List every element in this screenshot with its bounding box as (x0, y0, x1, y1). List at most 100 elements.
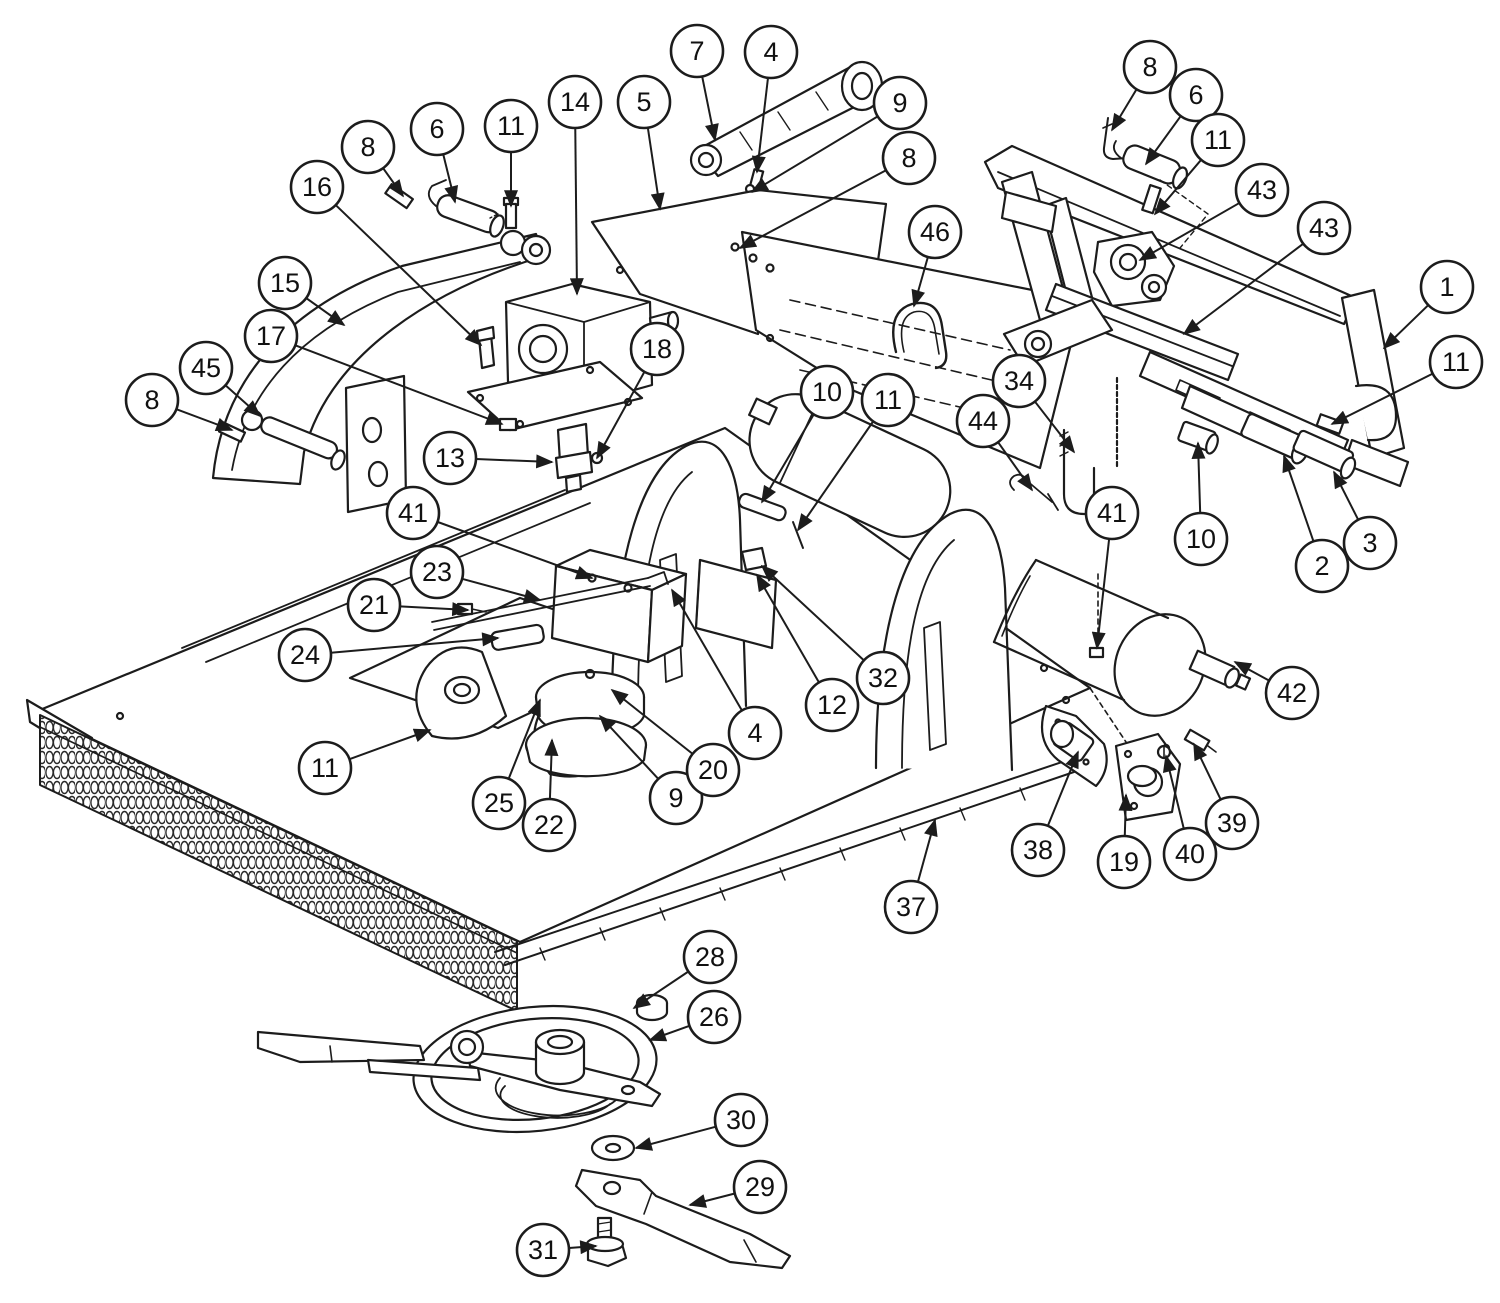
balloon-circle[interactable] (682, 929, 738, 985)
balloon-circle[interactable] (257, 255, 313, 311)
callout-balloon-16[interactable]: 16 (289, 159, 483, 347)
balloon-circle[interactable] (872, 75, 928, 131)
callout-balloon-13[interactable]: 13 (422, 430, 554, 486)
callout-balloon-17[interactable]: 17 (243, 308, 504, 425)
balloon-circle[interactable] (1162, 826, 1218, 882)
callout-balloon-18[interactable]: 18 (596, 321, 685, 460)
balloon-circle[interactable] (340, 119, 396, 175)
balloon-circle[interactable] (881, 130, 937, 186)
callout-balloon-15[interactable]: 15 (257, 255, 346, 327)
balloon-circle[interactable] (1204, 795, 1260, 851)
balloon-circle[interactable] (422, 430, 478, 486)
balloon-circle[interactable] (471, 775, 527, 831)
balloon-circle[interactable] (1190, 112, 1246, 168)
callout-balloon-22[interactable]: 22 (521, 738, 577, 853)
balloon-circle[interactable] (686, 989, 742, 1045)
balloon-circle[interactable] (1096, 834, 1152, 890)
callout-balloon-11[interactable]: 11 (1330, 334, 1484, 425)
balloon-circle[interactable] (1122, 39, 1178, 95)
callout-balloon-28[interactable]: 28 (632, 929, 738, 1009)
callout-balloon-1[interactable]: 1 (1382, 259, 1475, 350)
balloon-circle[interactable] (547, 74, 603, 130)
balloon-circle[interactable] (883, 879, 939, 935)
balloon-circle[interactable] (409, 544, 465, 600)
balloon-circle[interactable] (483, 98, 539, 154)
balloon-circle[interactable] (616, 74, 672, 130)
balloon-circle[interactable] (297, 740, 353, 796)
callout-balloon-37[interactable]: 37 (883, 818, 939, 935)
balloon-circle[interactable] (1294, 538, 1350, 594)
balloon-circle[interactable] (1173, 511, 1229, 567)
callout-balloon-29[interactable]: 29 (688, 1159, 788, 1215)
callout-balloon-10[interactable]: 10 (1173, 441, 1229, 567)
balloon-circle[interactable] (243, 308, 299, 364)
callout-balloon-42[interactable]: 42 (1233, 661, 1320, 721)
callout-balloon-30[interactable]: 30 (634, 1092, 769, 1151)
balloon-circle[interactable] (727, 705, 783, 761)
callout-balloon-32[interactable]: 32 (760, 564, 911, 706)
callout-balloon-34[interactable]: 34 (991, 353, 1076, 454)
balloon-circle[interactable] (178, 340, 234, 396)
balloon-circle[interactable] (743, 24, 799, 80)
balloon-circle[interactable] (277, 627, 333, 683)
callout-balloon-11[interactable]: 11 (297, 728, 432, 796)
balloon-circle[interactable] (385, 485, 441, 541)
callout-balloon-41[interactable]: 41 (1084, 485, 1140, 650)
callout-balloon-19[interactable]: 19 (1096, 793, 1152, 890)
callout-balloon-44[interactable]: 44 (955, 393, 1034, 492)
callout-balloon-31[interactable]: 31 (515, 1222, 598, 1278)
balloon-circle[interactable] (860, 372, 916, 428)
balloon-circle[interactable] (124, 372, 180, 428)
callout-balloon-23[interactable]: 23 (409, 544, 542, 603)
callout-balloon-20[interactable]: 20 (610, 688, 741, 798)
balloon-circle[interactable] (1234, 162, 1290, 218)
balloon-circle[interactable] (955, 393, 1011, 449)
callout-balloon-24[interactable]: 24 (277, 627, 500, 683)
balloon-circle[interactable] (799, 364, 855, 420)
balloon-circle[interactable] (804, 677, 860, 733)
balloon-circle[interactable] (1168, 67, 1224, 123)
balloon-circle[interactable] (1296, 200, 1352, 256)
callout-balloon-21[interactable]: 21 (346, 577, 470, 633)
callout-balloon-41[interactable]: 41 (385, 485, 594, 580)
callout-balloon-14[interactable]: 14 (547, 74, 603, 296)
balloon-circle[interactable] (1342, 515, 1398, 571)
callout-balloon-8[interactable]: 8 (1111, 39, 1178, 132)
balloon-circle[interactable] (629, 321, 685, 377)
balloon-circle[interactable] (1084, 485, 1140, 541)
callout-balloon-11[interactable]: 11 (483, 98, 539, 208)
callout-balloon-6[interactable]: 6 (409, 101, 465, 204)
callout-balloon-4[interactable]: 4 (743, 24, 799, 174)
callout-balloon-11[interactable]: 11 (1153, 112, 1246, 216)
balloon-circle[interactable] (515, 1222, 571, 1278)
callout-balloon-6[interactable]: 6 (1144, 67, 1224, 166)
callout-balloon-8[interactable]: 8 (738, 130, 937, 249)
balloon-circle[interactable] (289, 159, 345, 215)
callout-balloon-8[interactable]: 8 (340, 119, 405, 198)
callout-balloon-45[interactable]: 45 (178, 340, 262, 418)
balloon-circle[interactable] (713, 1092, 769, 1148)
callout-balloon-43[interactable]: 43 (1182, 200, 1352, 336)
callout-balloon-39[interactable]: 39 (1193, 742, 1260, 851)
callout-balloon-4[interactable]: 4 (671, 588, 783, 761)
balloon-circle[interactable] (346, 577, 402, 633)
callout-balloon-8[interactable]: 8 (124, 372, 234, 432)
balloon-circle[interactable] (907, 204, 963, 260)
balloon-circle[interactable] (1010, 822, 1066, 878)
callout-balloon-11[interactable]: 11 (797, 372, 916, 532)
callout-balloon-25[interactable]: 25 (471, 698, 541, 831)
callout-balloon-40[interactable]: 40 (1162, 754, 1218, 882)
balloon-circle[interactable] (855, 650, 911, 706)
balloon-circle[interactable] (409, 101, 465, 157)
balloon-circle[interactable] (732, 1159, 788, 1215)
balloon-circle[interactable] (669, 23, 725, 79)
callout-balloon-2[interactable]: 2 (1282, 454, 1350, 594)
callout-balloon-26[interactable]: 26 (648, 989, 742, 1045)
balloon-circle[interactable] (1428, 334, 1484, 390)
callout-balloon-12[interactable]: 12 (756, 573, 860, 733)
balloon-circle[interactable] (991, 353, 1047, 409)
callout-balloon-38[interactable]: 38 (1010, 750, 1079, 878)
callout-balloon-46[interactable]: 46 (907, 204, 963, 308)
callout-balloon-9[interactable]: 9 (598, 714, 704, 826)
callout-balloon-7[interactable]: 7 (669, 23, 725, 142)
